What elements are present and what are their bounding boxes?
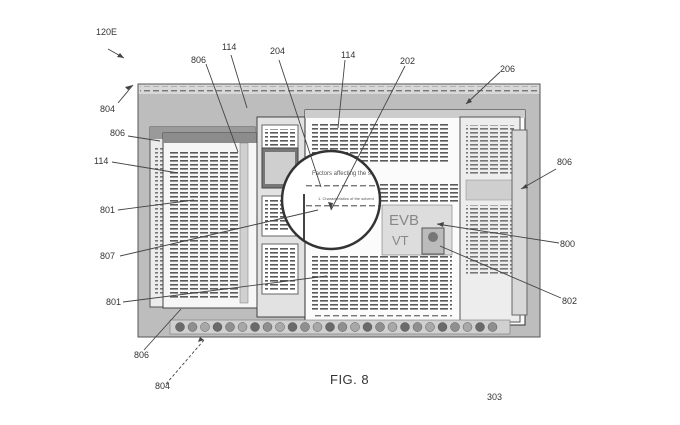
ref-label-802: 802 bbox=[562, 296, 578, 306]
figure-caption: FIG. 8 bbox=[330, 372, 370, 387]
leader-807 bbox=[119, 209, 319, 257]
dock-app-icon bbox=[387, 322, 398, 332]
dock-app-icon bbox=[412, 322, 423, 332]
dock-app-icon bbox=[437, 322, 448, 332]
right-back-panel bbox=[511, 129, 528, 316]
ref-label-800: 800 bbox=[560, 239, 576, 249]
menu-bar bbox=[140, 86, 538, 93]
dock-app-icon bbox=[200, 322, 210, 332]
leader-202 bbox=[330, 65, 406, 211]
dock-app-icon bbox=[450, 322, 460, 332]
leader-114-mid bbox=[337, 59, 346, 129]
ref-label-206: 206 bbox=[500, 64, 516, 74]
dock-app-icon bbox=[375, 322, 385, 332]
dock-app-icon bbox=[325, 322, 335, 332]
ref-label-806-right: 806 bbox=[557, 157, 573, 167]
ref-label-114-mid: 114 bbox=[341, 50, 356, 60]
inspector-panel bbox=[459, 116, 521, 323]
leader-802 bbox=[439, 245, 562, 299]
ref-label-804-top: 804 bbox=[100, 104, 116, 114]
dock-app-icon bbox=[362, 322, 373, 332]
svg-text:VT: VT bbox=[392, 233, 409, 248]
svg-text:EVB: EVB bbox=[389, 212, 419, 229]
leader-804-bottom bbox=[165, 339, 205, 385]
left-document-window bbox=[162, 132, 259, 309]
dock-app-icon bbox=[175, 322, 185, 332]
dock-app-icon bbox=[475, 322, 485, 332]
leader-806-top bbox=[205, 63, 239, 153]
leader-206 bbox=[465, 71, 501, 105]
ref-label-114-top: 114 bbox=[222, 42, 237, 52]
dock-app-icon bbox=[400, 322, 410, 332]
leader-801-upper bbox=[117, 199, 195, 211]
dock-app-icon bbox=[487, 322, 498, 332]
dock-app-icon bbox=[462, 322, 473, 332]
leader-806-left bbox=[127, 135, 161, 142]
page-number: 303 bbox=[487, 392, 503, 402]
dock-app-icon bbox=[300, 322, 310, 332]
ref-label-801-upper: 801 bbox=[100, 205, 116, 215]
dock-app-icon bbox=[187, 322, 198, 332]
magnifier-lens: Factors affecting the solubility 1. Char… bbox=[280, 149, 391, 251]
ref-label-202: 202 bbox=[400, 56, 416, 66]
leader-arrowheads bbox=[117, 53, 528, 342]
ref-label-204: 204 bbox=[270, 46, 286, 56]
leader-806-bottom bbox=[143, 308, 182, 351]
dock bbox=[169, 319, 511, 335]
dock-app-icon bbox=[237, 322, 248, 332]
dock-app-icon bbox=[262, 322, 273, 332]
lens-heading: Factors affecting the solubility bbox=[312, 171, 391, 177]
ref-label-806-left: 806 bbox=[110, 128, 126, 138]
leader-114-top bbox=[230, 54, 248, 109]
dock-app-icon bbox=[337, 322, 348, 332]
ref-label-114-left: 114 bbox=[94, 156, 109, 166]
leader-114-left bbox=[111, 161, 179, 174]
dock-app-icon bbox=[287, 322, 298, 332]
lens-subheading: 1. Characteristics of the solvent bbox=[318, 196, 375, 201]
dock-app-icon bbox=[312, 322, 323, 332]
dock-app-icon bbox=[212, 322, 223, 332]
ref-label-806-top: 806 bbox=[191, 55, 207, 65]
leader-204 bbox=[278, 59, 322, 188]
dock-app-icon bbox=[275, 322, 285, 332]
dock-app-icon bbox=[225, 322, 235, 332]
dock-app-icon bbox=[250, 322, 260, 332]
ref-label-807: 807 bbox=[100, 251, 116, 261]
leader-lines bbox=[107, 48, 562, 385]
ref-label-806-bottom: 806 bbox=[134, 350, 150, 360]
ref-label-801-lower: 801 bbox=[106, 297, 122, 307]
leader-804-top bbox=[117, 84, 134, 104]
dock-app-icon bbox=[425, 322, 435, 332]
ref-label-120E: 120E bbox=[96, 27, 118, 37]
leader-801-lower bbox=[122, 275, 328, 303]
dock-app-icon bbox=[350, 322, 360, 332]
leader-800 bbox=[436, 223, 560, 244]
ref-label-804-bottom: 804 bbox=[155, 381, 171, 391]
